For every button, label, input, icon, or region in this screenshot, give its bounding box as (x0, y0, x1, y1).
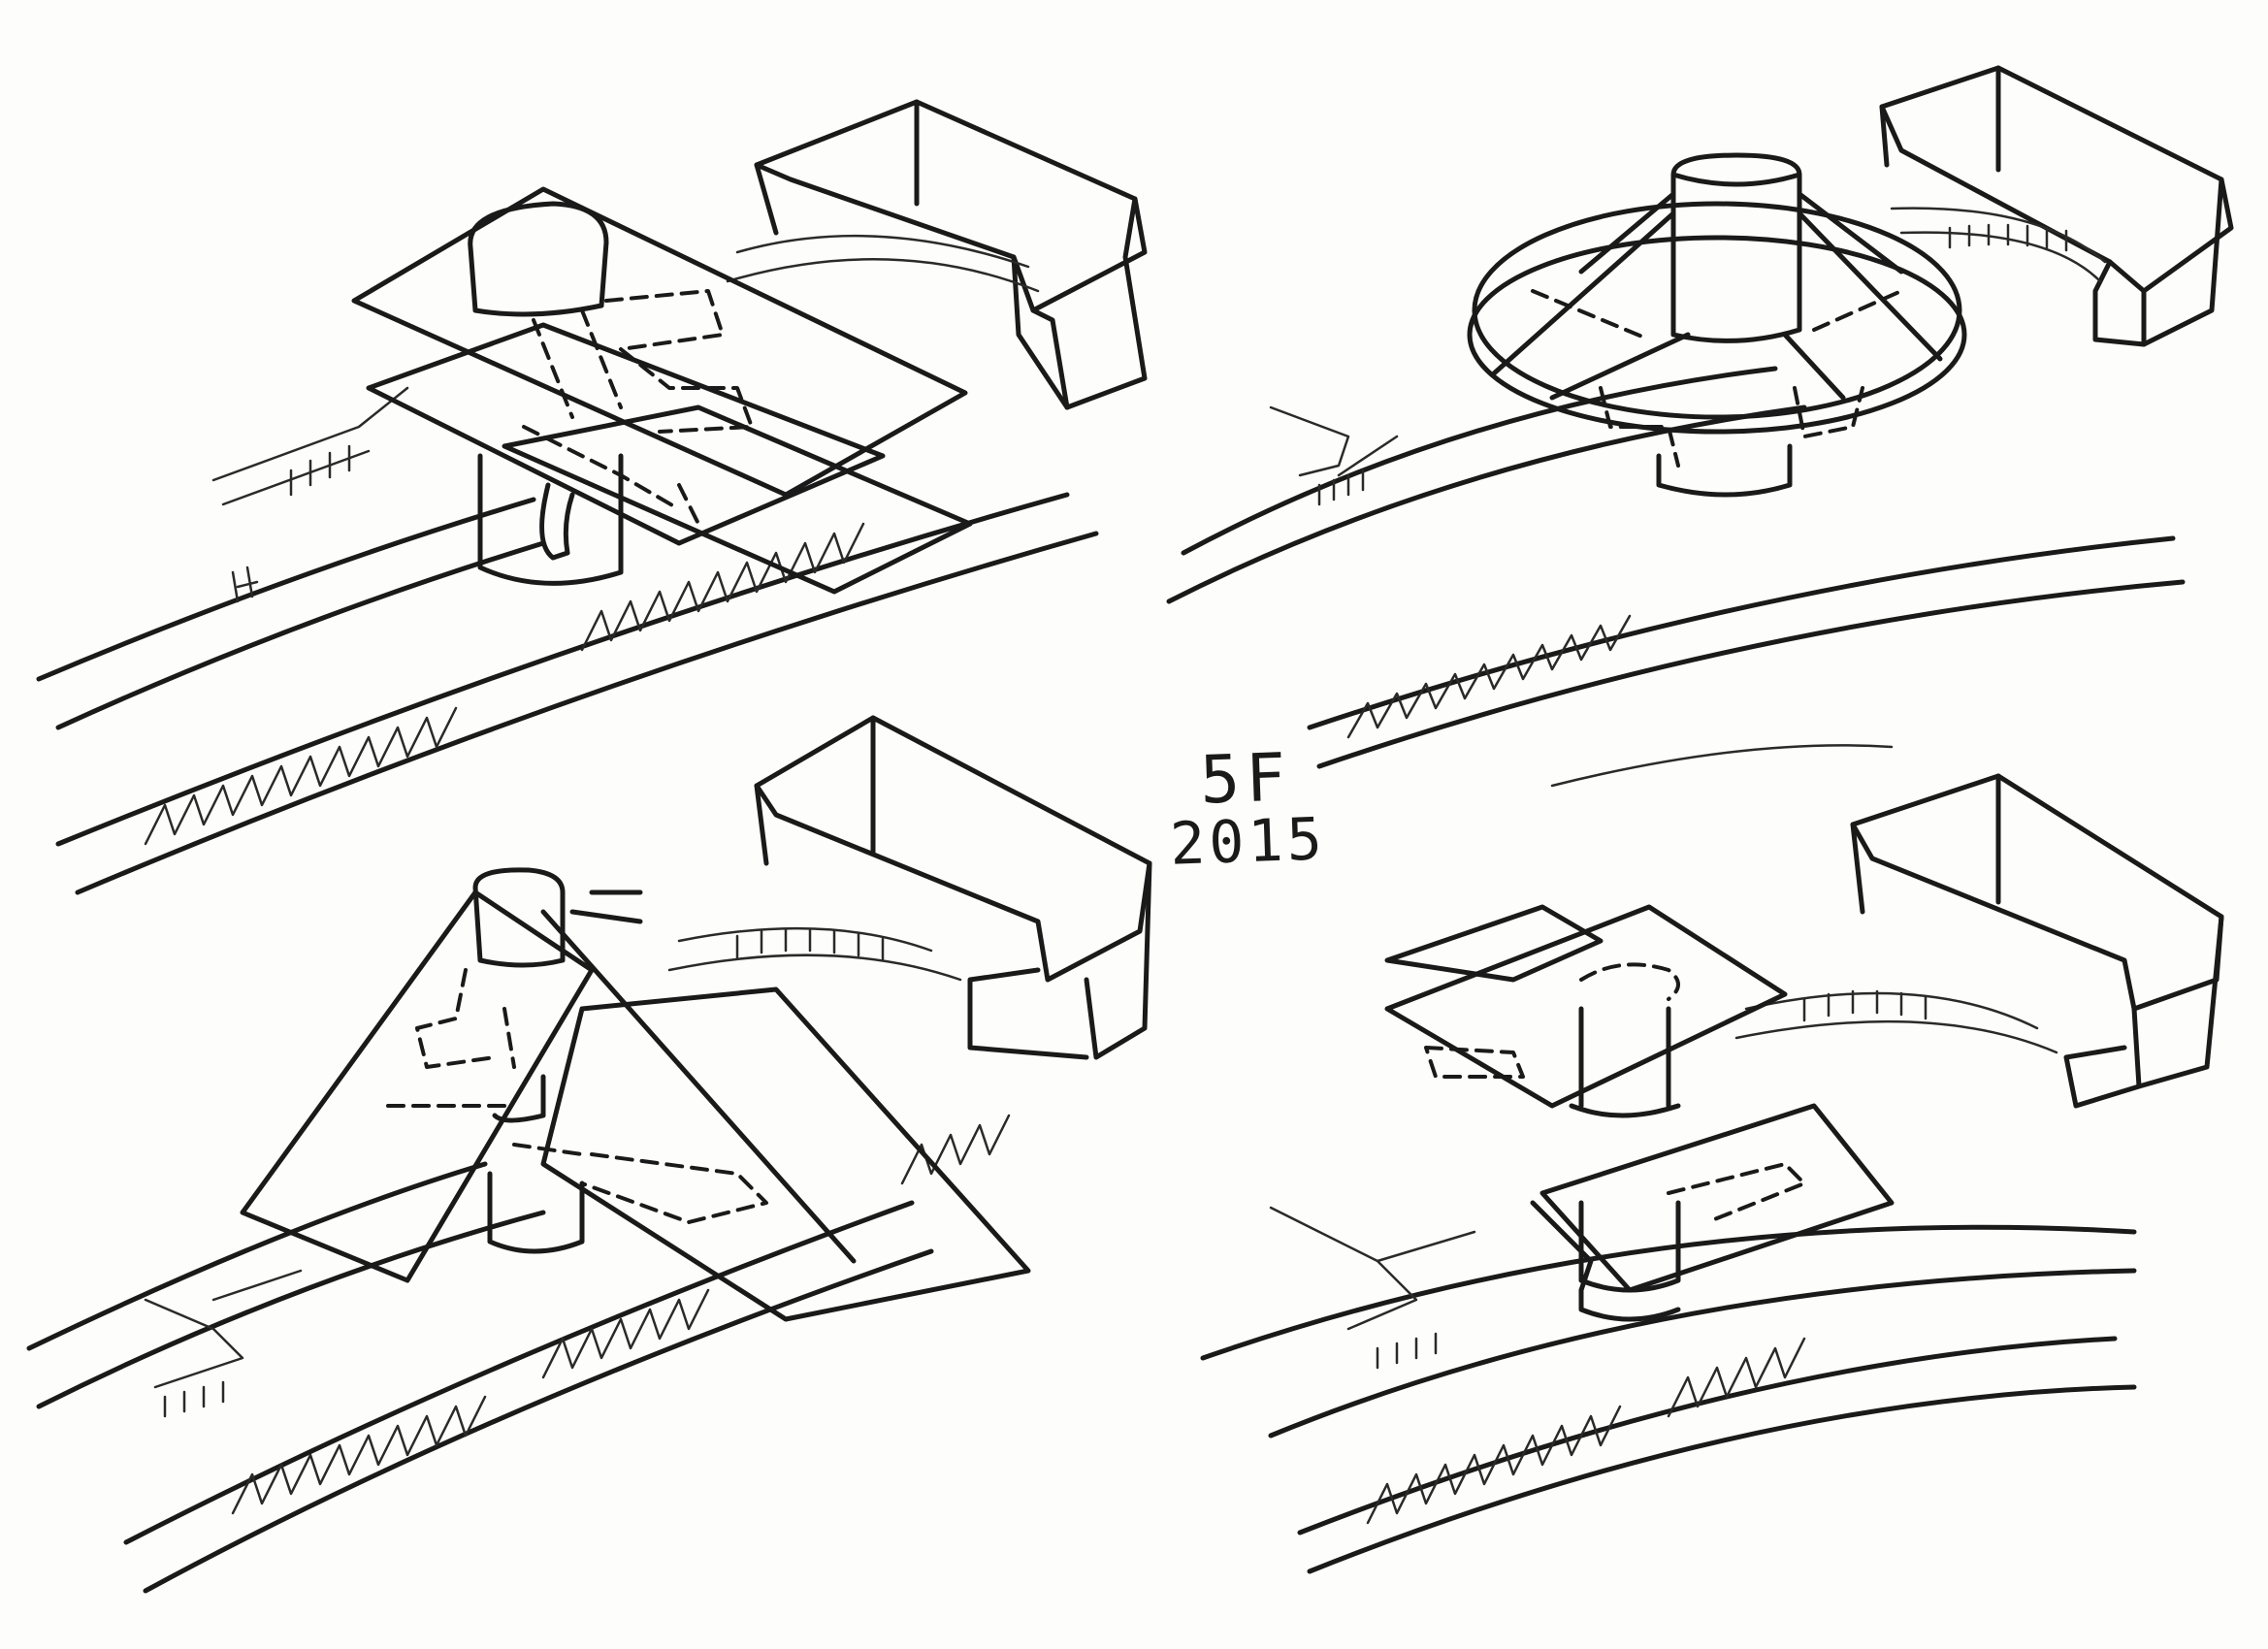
signature-initials: 5F (1198, 739, 1293, 820)
sketch-folded-roof (26, 715, 1152, 1594)
signature-year: 2015 (1169, 805, 1327, 879)
artist-signature: 5F 2015 (1167, 739, 1327, 879)
sketch-ring-canopy (1166, 65, 2234, 788)
sketch-cross-slabs (1200, 773, 2224, 1574)
sketch-stacked-slabs (36, 99, 1148, 895)
